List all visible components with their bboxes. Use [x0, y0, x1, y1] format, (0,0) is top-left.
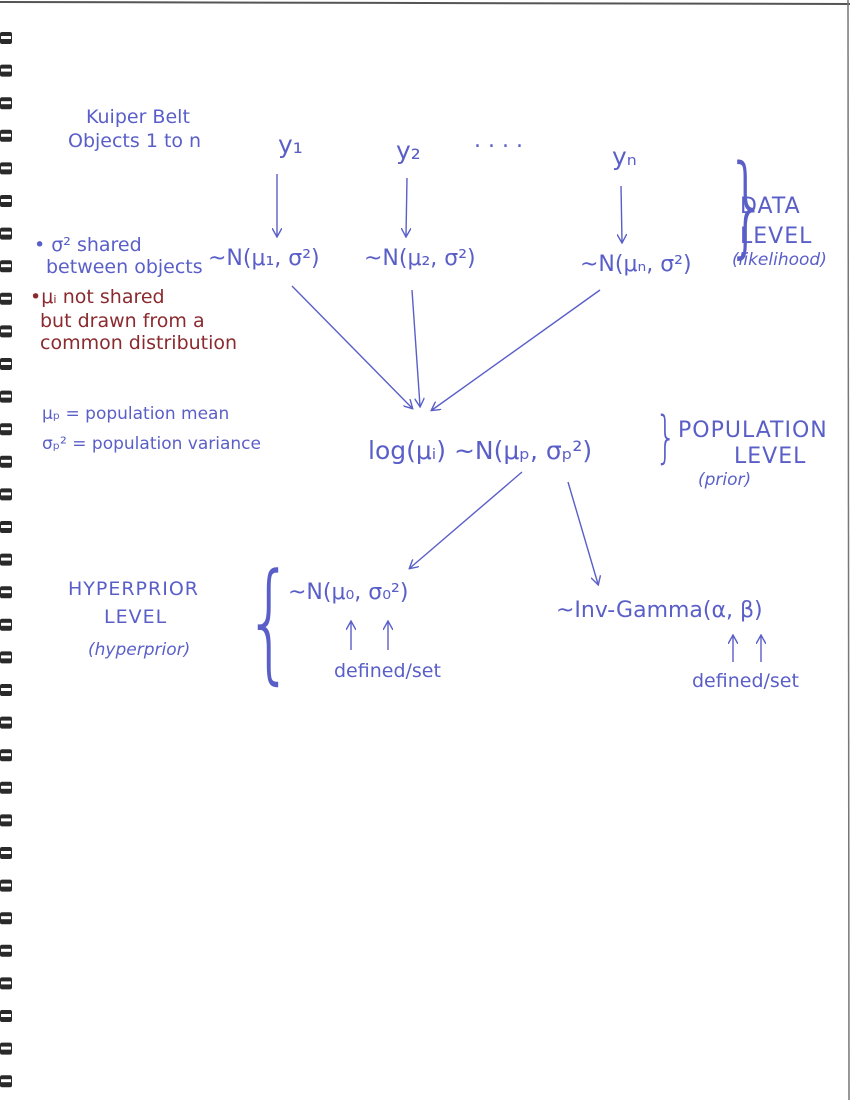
spiral-ring-highlight — [1, 36, 11, 39]
spiral-ring-highlight — [1, 101, 11, 105]
arrow-likelihood-n-to-population — [432, 289, 601, 410]
spiral-ring-highlight — [1, 720, 11, 724]
spiral-ring-highlight — [1, 622, 11, 626]
mu-note-line-3: common distribution — [40, 332, 238, 354]
defined-set-label-1: defined/set — [334, 660, 441, 682]
data-level-brace: } — [726, 141, 768, 269]
arrow-y2-to-likelihood-2 — [406, 177, 407, 236]
spiral-ring-highlight — [1, 362, 11, 365]
spiral-ring-highlight — [1, 459, 11, 463]
spiral-ring-highlight — [1, 883, 11, 887]
mu-p-definition: μₚ = population mean — [42, 404, 230, 424]
population-level-line-1: POPULATION — [678, 418, 828, 443]
spiral-ring-highlight — [1, 818, 11, 822]
spiral-ring-highlight — [1, 590, 11, 594]
spiral-ring-highlight — [1, 1046, 11, 1050]
population-level-brace: } — [655, 405, 677, 470]
spiral-ring-highlight — [1, 981, 11, 985]
spiral-ring-highlight — [1, 655, 11, 659]
likelihood-2: ~N(μ₂, σ²) — [364, 246, 476, 271]
spiral-ring-highlight — [1, 264, 11, 268]
header-line-2: Objects 1 to n — [68, 130, 202, 152]
population-equation: log(μᵢ) ~N(μₚ, σₚ²) — [368, 436, 593, 465]
spiral-ring-highlight — [1, 492, 11, 496]
spiral-ring-highlight — [1, 1079, 11, 1083]
data-level-line-1: DATA — [740, 194, 801, 219]
sigma-note-line-1: • σ² shared — [34, 234, 142, 256]
hyperprior-level-note: (hyperprior) — [88, 640, 191, 660]
hyper-inv-gamma: ~Inv-Gamma(α, β) — [556, 598, 763, 623]
spiral-ring-highlight — [1, 166, 11, 170]
arrow-likelihood-2-to-population — [411, 289, 420, 406]
spiral-ring-highlight — [1, 1014, 11, 1017]
spiral-ring-highlight — [1, 329, 11, 333]
defined-set-label-2: defined/set — [692, 670, 799, 692]
population-level-line-2: LEVEL — [734, 444, 807, 469]
sigma-note-line-2: between objects — [46, 256, 203, 278]
spiral-ring-highlight — [1, 199, 11, 202]
hyperprior-level-brace: { — [244, 545, 295, 697]
spiral-ring-highlight — [1, 948, 11, 952]
likelihood-1: ~N(μ₁, σ²) — [208, 246, 320, 271]
spiral-ring-highlight — [1, 525, 11, 528]
spiral-ring-highlight — [1, 133, 11, 137]
spiral-ring-highlight — [1, 688, 11, 691]
header-line-1: Kuiper Belt — [86, 106, 190, 128]
mu-note-line-2: but drawn from a — [40, 310, 205, 332]
spiral-ring-highlight — [1, 296, 11, 300]
arrow-population-to-hyper-normal — [410, 471, 523, 568]
arrow-population-to-inv-gamma — [567, 481, 598, 584]
spiral-ring-highlight — [1, 427, 11, 431]
spiral-ring-highlight — [1, 557, 11, 561]
arrow-yn-to-likelihood-n — [621, 185, 622, 242]
likelihood-n: ~N(μₙ, σ²) — [580, 252, 692, 277]
spiral-binding — [0, 32, 12, 1088]
ellipsis: . . . . — [474, 128, 523, 153]
spiral-ring-highlight — [1, 785, 11, 789]
data-node-yn: yₙ — [612, 142, 637, 171]
spiral-ring-highlight — [1, 394, 11, 398]
data-level-note: (likelihood) — [732, 250, 827, 270]
hyperprior-level-line-1: HYPERPRIOR — [68, 578, 199, 600]
spiral-ring-highlight — [1, 231, 11, 235]
hyper-normal: ~N(μ₀, σ₀²) — [288, 580, 409, 605]
spiral-ring-highlight — [1, 753, 11, 757]
spiral-ring-highlight — [1, 851, 11, 854]
data-node-y2: y₂ — [396, 136, 421, 165]
spiral-ring-highlight — [1, 916, 11, 920]
mu-note-line-1: •μᵢ not shared — [30, 286, 165, 308]
hyperprior-level-line-2: LEVEL — [104, 606, 168, 628]
sigma-p-definition: σₚ² = population variance — [42, 434, 261, 454]
spiral-ring-highlight — [1, 68, 11, 72]
population-level-note: (prior) — [698, 470, 752, 490]
data-level-line-2: LEVEL — [740, 224, 813, 249]
data-node-y1: y₁ — [278, 130, 303, 159]
arrow-likelihood-1-to-population — [291, 285, 412, 408]
